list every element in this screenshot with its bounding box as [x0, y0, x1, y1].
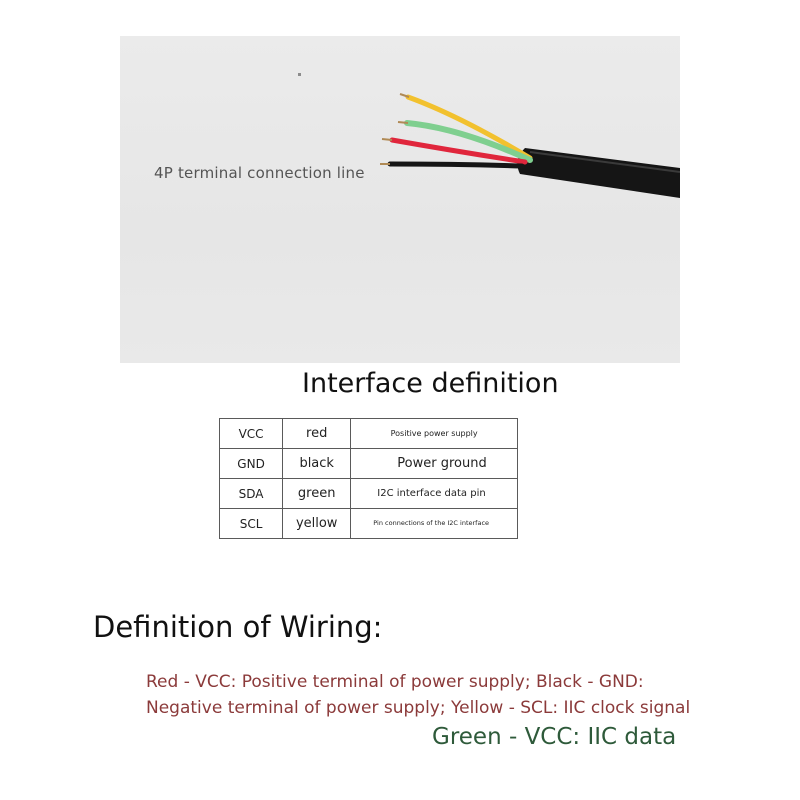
color-cell: yellow	[282, 508, 352, 539]
black-wire	[387, 161, 525, 169]
cable-illustration	[298, 73, 680, 198]
desc-cell: Power ground	[350, 448, 518, 479]
photo-caption: 4P terminal connection line	[154, 164, 365, 182]
pin-cell: SDA	[218, 478, 284, 509]
interface-table: VCC red Positive power supply GND black …	[218, 418, 518, 539]
desc-cell: Pin connections of the I2C interface	[350, 508, 518, 539]
table-row: SCL yellow Pin connections of the I2C in…	[218, 508, 518, 539]
table-row: GND black Power ground	[218, 448, 518, 479]
speck	[298, 73, 301, 76]
wiring-line-yellow: Negative terminal of power supply; Yello…	[146, 698, 691, 718]
color-cell: green	[282, 478, 352, 509]
yellow-wire	[405, 94, 533, 161]
pin-cell: SCL	[218, 508, 284, 539]
interface-title: Interface definition	[302, 368, 559, 399]
wiring-line-green: Green - VCC: IIC data	[432, 724, 677, 750]
cable-photo: 4P terminal connection line	[120, 36, 680, 363]
green-wire-tip	[397, 121, 409, 124]
color-cell: red	[282, 418, 352, 449]
green-wire	[404, 120, 533, 163]
cable-sheath	[517, 148, 680, 198]
table-row: SDA green I2C interface data pin	[218, 478, 518, 509]
desc-cell: Positive power supply	[350, 418, 518, 449]
wiring-line-red-black: Red - VCC: Positive terminal of power su…	[146, 672, 644, 692]
pin-cell: VCC	[218, 418, 284, 449]
table-row: VCC red Positive power supply	[218, 418, 518, 449]
red-wire	[389, 137, 528, 165]
color-cell: black	[282, 448, 352, 479]
wiring-title: Definition of Wiring:	[93, 610, 383, 644]
desc-cell: I2C interface data pin	[350, 478, 518, 509]
pin-cell: GND	[218, 448, 284, 479]
yellow-wire-tip	[399, 93, 410, 98]
red-wire-tip	[381, 138, 393, 141]
